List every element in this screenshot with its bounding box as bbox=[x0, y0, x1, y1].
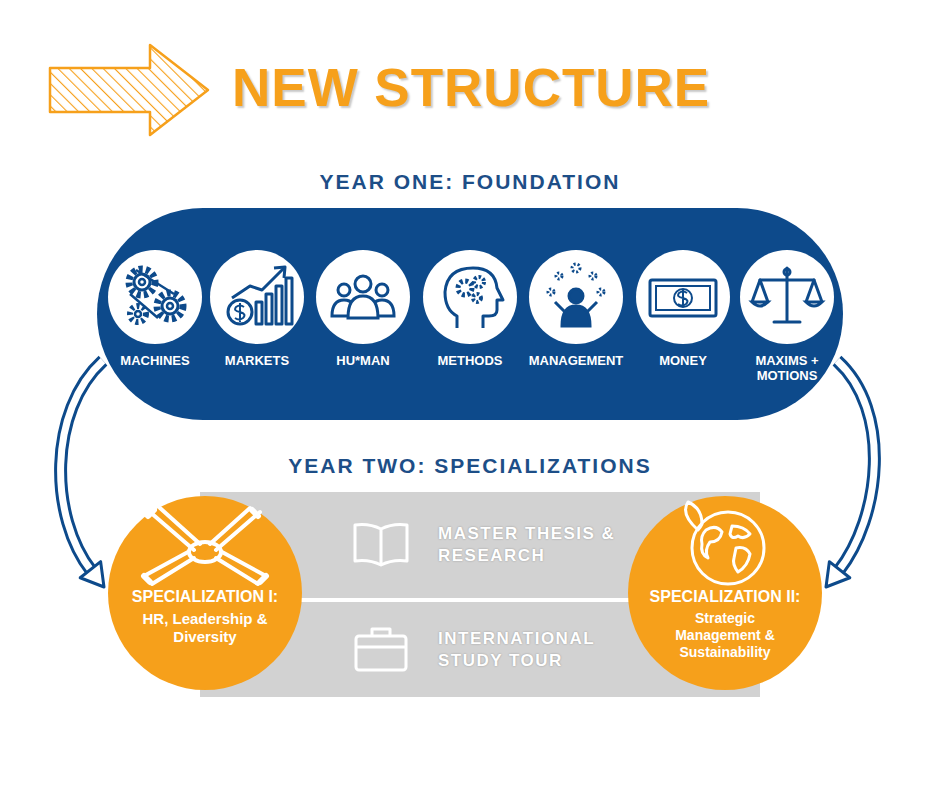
node-outline bbox=[628, 496, 822, 690]
module-label: HU*MAN bbox=[311, 353, 415, 368]
section-heading: YEAR ONE: FOUNDATION bbox=[97, 170, 843, 194]
module-circle: MAXIMS + MOTIONS bbox=[740, 250, 834, 344]
hatched-arrow bbox=[50, 45, 208, 135]
section-heading: YEAR TWO: SPECIALIZATIONS bbox=[190, 454, 750, 478]
ribbon-outline bbox=[837, 361, 874, 572]
ribbon-fill bbox=[61, 361, 103, 572]
text-holder: SPECIALIZATION II: bbox=[635, 588, 815, 606]
banknote-icon bbox=[636, 250, 730, 344]
text-holder: MONEY bbox=[631, 353, 735, 368]
module-circle: MARKETS bbox=[210, 250, 304, 344]
text-holder: MASTER THESIS & RESEARCH bbox=[438, 523, 628, 567]
specialization-circle: SPECIALIZATION I: HR, Leadership & Divers… bbox=[108, 496, 302, 690]
text-holder: METHODS bbox=[418, 353, 522, 368]
module-circle: MANAGEMENT bbox=[529, 250, 623, 344]
module-label: MAXIMS + MOTIONS bbox=[735, 353, 839, 383]
suitcase-icon bbox=[350, 622, 412, 674]
module-circle: METHODS bbox=[423, 250, 517, 344]
text-holder: MAXIMS + MOTIONS bbox=[735, 353, 839, 383]
book-icon bbox=[350, 519, 412, 571]
text-holder: HU*MAN bbox=[311, 353, 415, 368]
ribbon-arrow bbox=[826, 361, 874, 587]
module-circle: MONEY bbox=[636, 250, 730, 344]
text-holder: INTERNATIONAL STUDY TOUR bbox=[438, 628, 628, 672]
node-shape bbox=[210, 250, 304, 344]
node-outline bbox=[316, 250, 410, 344]
text-holder: HR, Leadership & Diversity bbox=[135, 610, 275, 646]
ribbon-outline bbox=[61, 361, 103, 572]
text-holder: YEAR TWO: SPECIALIZATIONS bbox=[190, 454, 750, 478]
scales-icon bbox=[740, 250, 834, 344]
head-gears-icon bbox=[423, 250, 517, 344]
module-label: MONEY bbox=[631, 353, 735, 368]
ribbon-arrow bbox=[61, 361, 104, 587]
node-outline bbox=[108, 496, 302, 690]
bar-label: MASTER THESIS & RESEARCH bbox=[438, 523, 628, 567]
specialization-body: Strategic Management & Sustainability bbox=[655, 610, 795, 661]
module-label: MACHINES bbox=[103, 353, 207, 368]
specialization-heading: SPECIALIZATION I: bbox=[115, 588, 295, 606]
module-label: MARKETS bbox=[205, 353, 309, 368]
node-outline bbox=[529, 250, 623, 344]
arrow-head bbox=[80, 562, 104, 587]
text-holder: MARKETS bbox=[205, 353, 309, 368]
node-outline bbox=[423, 250, 517, 344]
node-outline bbox=[97, 208, 843, 420]
page-title: NEW STRUCTURE bbox=[232, 57, 710, 118]
text-holder: MACHINES bbox=[103, 353, 207, 368]
gears-icon bbox=[108, 250, 202, 344]
ribbon-fill bbox=[837, 361, 874, 572]
node-outline bbox=[636, 250, 730, 344]
text-holder: SPECIALIZATION I: bbox=[115, 588, 295, 606]
module-circle: MACHINES bbox=[108, 250, 202, 344]
module-label: METHODS bbox=[418, 353, 522, 368]
people-icon bbox=[316, 250, 410, 344]
node-outline bbox=[108, 250, 202, 344]
specialization-circle: SPECIALIZATION II: Strategic Management &… bbox=[628, 496, 822, 690]
node-outline bbox=[740, 250, 834, 344]
node-outline bbox=[210, 250, 304, 344]
arrow-head bbox=[826, 562, 850, 587]
module-circle: HU*MAN bbox=[316, 250, 410, 344]
markets-icon bbox=[210, 250, 304, 344]
specialization-body: HR, Leadership & Diversity bbox=[135, 610, 275, 646]
juggler-icon bbox=[529, 250, 623, 344]
text-holder: Strategic Management & Sustainability bbox=[655, 610, 795, 661]
text-holder: MANAGEMENT bbox=[524, 353, 628, 368]
node-shape bbox=[108, 250, 202, 344]
bar-label: INTERNATIONAL STUDY TOUR bbox=[438, 628, 628, 672]
specialization-heading: SPECIALIZATION II: bbox=[635, 588, 815, 606]
module-label: MANAGEMENT bbox=[524, 353, 628, 368]
foundation-band: YEAR ONE: FOUNDATION MACHINES bbox=[97, 208, 843, 420]
text-holder: YEAR ONE: FOUNDATION bbox=[97, 170, 843, 194]
specializations-band: YEAR TWO: SPECIALIZATIONS SPECIALIZATION… bbox=[200, 492, 760, 697]
